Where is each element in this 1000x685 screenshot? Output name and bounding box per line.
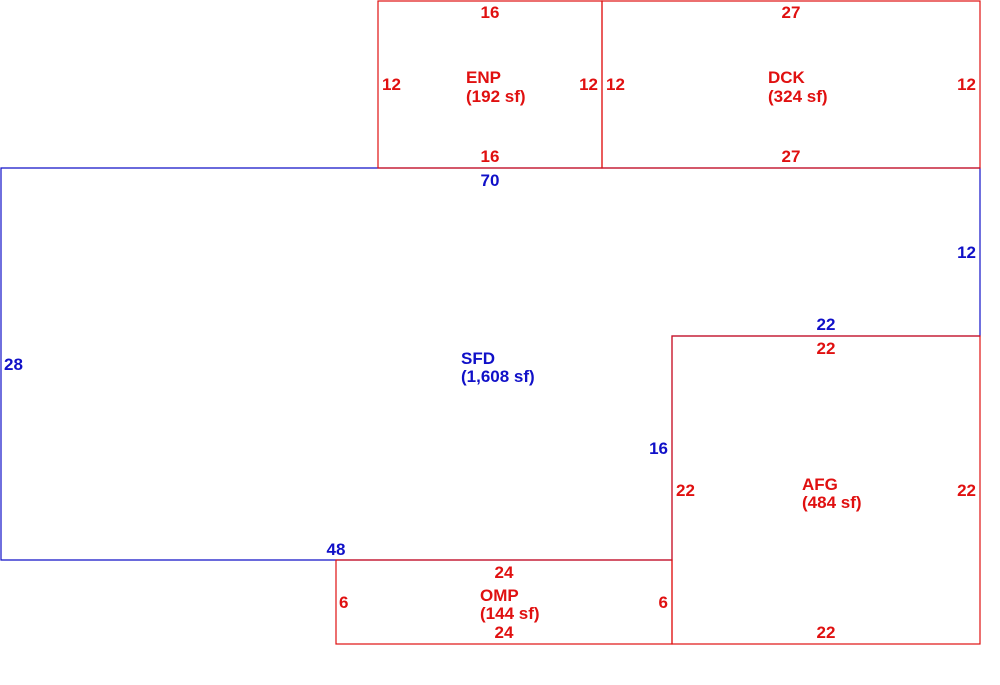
sfd-bottom-dimension: 48 (327, 540, 346, 559)
sfd-step-side-dimension: 16 (649, 439, 668, 458)
omp-outline (335, 559, 673, 645)
dck-right-dimension: 12 (957, 75, 976, 94)
dck-code-label: DCK (768, 68, 806, 87)
afg-right-dimension: 22 (957, 481, 976, 500)
dck-left-dimension: 12 (606, 75, 625, 94)
enp-top-dimension: 16 (481, 3, 500, 22)
enp-bottom-dimension: 16 (481, 147, 500, 166)
sfd-area-label: (1,608 sf) (461, 367, 535, 386)
sfd-step-top-dimension: 22 (817, 315, 836, 334)
sfd-top-dimension: 70 (481, 171, 500, 190)
omp-bottom-dimension: 24 (495, 623, 514, 642)
dck-top-dimension: 27 (782, 3, 801, 22)
dck-bottom-dimension: 27 (782, 147, 801, 166)
sfd-code-label: SFD (461, 349, 495, 368)
enp-code-label: ENP (466, 68, 501, 87)
enp-right-dimension: 12 (579, 75, 598, 94)
omp-code-label: OMP (480, 586, 519, 605)
afg-outline (671, 335, 981, 645)
afg-code-label: AFG (802, 475, 838, 494)
omp-right-dimension: 6 (659, 593, 668, 612)
dck-area-label: (324 sf) (768, 87, 828, 106)
afg-left-dimension: 22 (676, 481, 695, 500)
enp-area-label: (192 sf) (466, 87, 526, 106)
enp-left-dimension: 12 (382, 75, 401, 94)
omp-area-label: (144 sf) (480, 604, 540, 623)
omp-left-dimension: 6 (339, 593, 348, 612)
sfd-right-dimension: 12 (957, 243, 976, 262)
omp-top-dimension: 24 (495, 563, 514, 582)
afg-bottom-dimension: 22 (817, 623, 836, 642)
afg-area-label: (484 sf) (802, 493, 862, 512)
sfd-left-dimension: 28 (4, 355, 23, 374)
dck-outline (601, 0, 981, 169)
afg-top-dimension: 22 (817, 339, 836, 358)
